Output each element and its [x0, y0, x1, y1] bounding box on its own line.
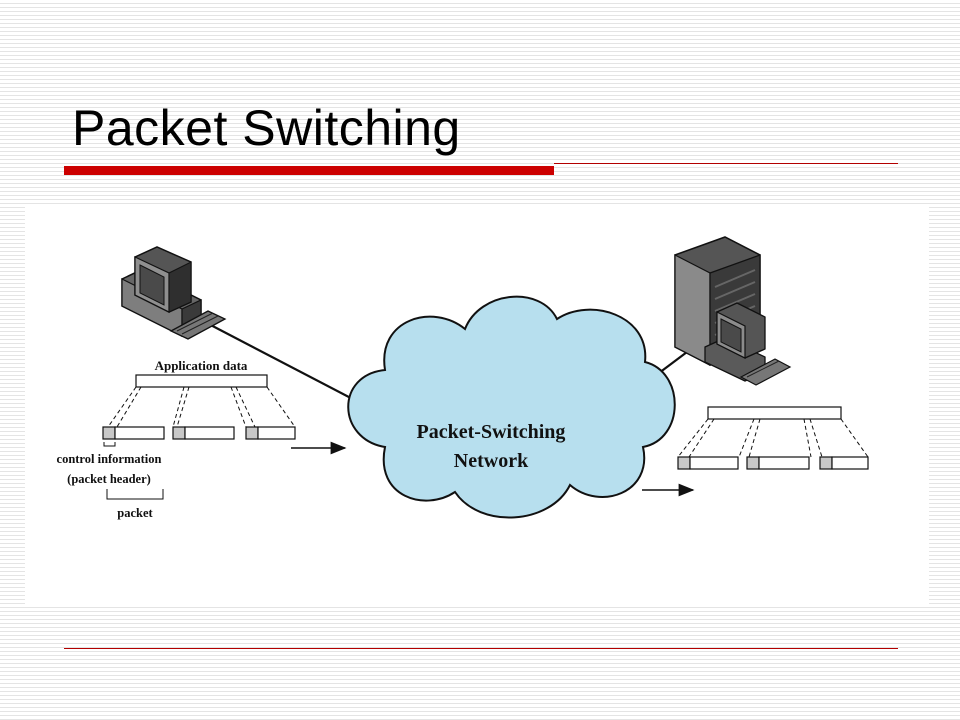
- sender-packet: [172, 426, 235, 440]
- network-cloud: Packet-Switching Network: [347, 295, 676, 519]
- footer-divider: [64, 648, 898, 649]
- slide-title: Packet Switching: [72, 100, 461, 156]
- control-information-label: control information: [57, 452, 162, 466]
- received-packet: [819, 456, 869, 470]
- received-packet: [677, 456, 739, 470]
- packet-header-label: (packet header): [67, 472, 151, 486]
- cloud-label-line2: Network: [454, 450, 529, 472]
- reassembled-data-block: [707, 406, 842, 420]
- sender-packetization: Application data control informat: [57, 358, 296, 520]
- sender-computer-icon: [121, 246, 227, 340]
- receiver-computer-icon: [704, 302, 792, 386]
- packet-label: packet: [117, 506, 153, 520]
- sender-packet: [102, 426, 165, 440]
- received-packet: [746, 456, 810, 470]
- application-data-label: Application data: [155, 358, 248, 373]
- packet-bracket: [106, 489, 164, 500]
- sender-packet: [245, 426, 296, 440]
- application-data-block: [135, 374, 268, 388]
- title-underline-accent: [64, 166, 554, 175]
- title-underline-thin: [554, 163, 898, 164]
- cloud-label-line1: Packet-Switching: [417, 421, 566, 443]
- header-bracket: [103, 442, 116, 447]
- packet-switching-diagram: Packet-Switching Network: [25, 207, 929, 605]
- link-sender-to-network: [202, 320, 369, 408]
- receiver-reassembly: [677, 406, 869, 470]
